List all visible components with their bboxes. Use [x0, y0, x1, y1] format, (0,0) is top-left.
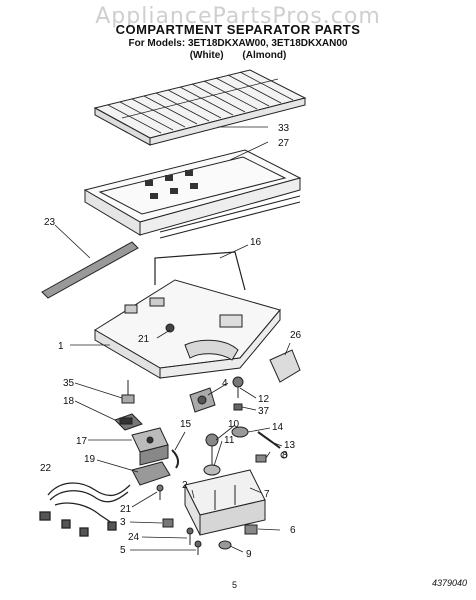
part-knob [232, 376, 244, 398]
leader-lines [54, 126, 291, 553]
callout-4: 4 [222, 378, 228, 389]
callout-8: 8 [282, 450, 288, 461]
callout-labels: 33 27 23 16 1 21 26 35 4 12 18 37 10 14 … [40, 123, 302, 560]
callout-19: 19 [84, 454, 96, 465]
callout-21-lower: 21 [120, 504, 132, 515]
part-3-clip [162, 518, 174, 528]
part-bracket [131, 461, 171, 486]
part-24-screw [186, 527, 194, 545]
page-number: 5 [232, 580, 238, 590]
callout-33: 33 [278, 123, 290, 134]
callout-3: 3 [120, 517, 126, 528]
watermark: AppliancePartsPros.com [95, 4, 381, 29]
callout-24: 24 [128, 532, 140, 543]
callout-21-upper: 21 [138, 334, 150, 345]
page-title: COMPARTMENT SEPARATOR PARTS [115, 22, 361, 37]
part-5-screw [194, 540, 202, 555]
part-grille [93, 69, 307, 146]
part-control-housing [184, 469, 266, 536]
part-6-block [244, 524, 258, 535]
part-wire-loop [154, 251, 246, 291]
callout-12: 12 [258, 394, 270, 405]
color-almond: (Almond) [242, 50, 287, 61]
callout-5: 5 [120, 545, 126, 556]
part-13-rod [257, 431, 281, 449]
part-tube [171, 449, 180, 469]
callout-2: 2 [182, 480, 188, 491]
part-control [189, 387, 216, 413]
callout-6: 6 [290, 525, 296, 536]
callout-15: 15 [180, 419, 192, 430]
document-number: 4379040 [432, 578, 468, 588]
part-housing [131, 427, 169, 466]
callout-10: 10 [228, 419, 240, 430]
part-harness [39, 482, 131, 537]
callout-37: 37 [258, 406, 270, 417]
models-line: For Models: 3ET18DKXAW00, 3ET18DKXAN00 [128, 38, 348, 49]
part-switch [114, 413, 143, 431]
callout-14: 14 [272, 422, 284, 433]
part-21-screw [156, 484, 164, 500]
part-separator [94, 279, 281, 379]
part-thermostat [203, 433, 221, 476]
callout-13: 13 [284, 440, 296, 451]
callout-26: 26 [290, 330, 302, 341]
callout-18: 18 [63, 396, 75, 407]
color-white: (White) [189, 50, 224, 61]
part-37-clip [233, 403, 243, 411]
callout-1: 1 [58, 341, 64, 352]
part-strip [41, 241, 139, 299]
callout-9: 9 [246, 549, 252, 560]
part-8-clip [255, 451, 288, 463]
callout-22: 22 [40, 463, 52, 474]
callout-23: 23 [44, 217, 56, 228]
part-35-screw [121, 380, 135, 404]
callout-17: 17 [76, 436, 88, 447]
part-9-grommet [218, 540, 232, 550]
callout-7: 7 [264, 489, 270, 500]
callout-27: 27 [278, 138, 290, 149]
colors-line: (White) (Almond) [0, 50, 476, 61]
part-pad [269, 349, 301, 383]
callout-11: 11 [224, 435, 235, 446]
part-frame [83, 149, 302, 239]
callout-35: 35 [63, 378, 75, 389]
callout-16: 16 [250, 237, 262, 248]
